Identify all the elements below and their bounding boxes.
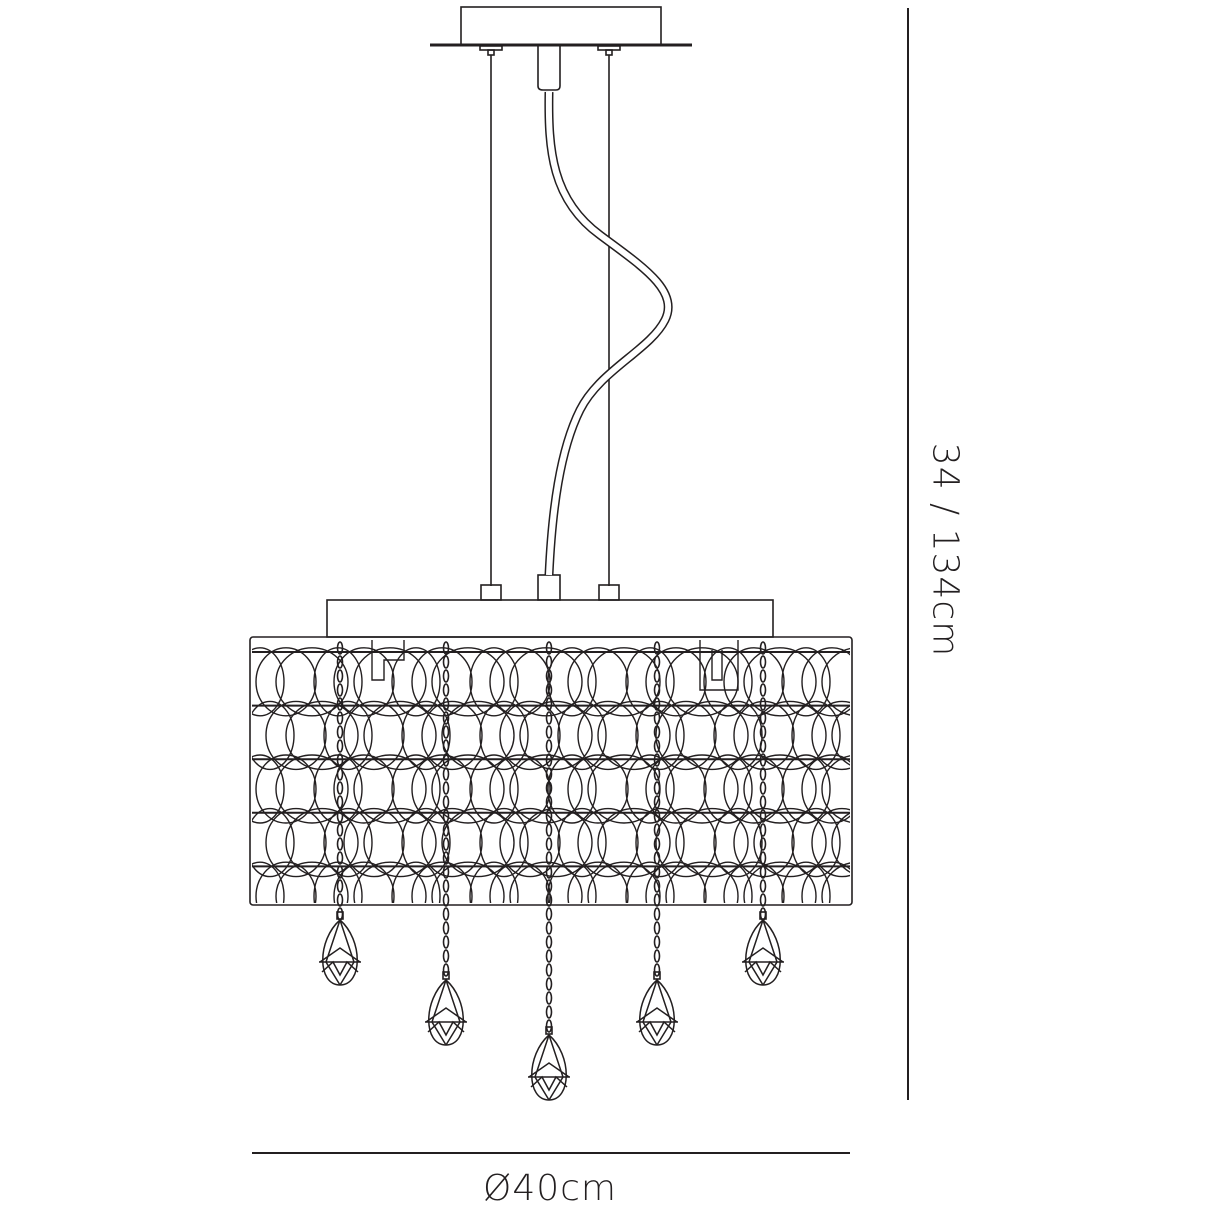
- drop-link: [336, 911, 344, 920]
- crystal-drop: [742, 919, 784, 986]
- cable-bottom-connector: [537, 574, 561, 601]
- drop-link: [759, 911, 767, 920]
- drop-link: [545, 1026, 553, 1035]
- ceiling-canopy: [460, 6, 662, 46]
- height-dimension-label: 34 / 134cm: [924, 442, 966, 658]
- chandelier-fixture: [249, 6, 853, 1101]
- drop-chain: [759, 641, 767, 921]
- drop-chain: [336, 641, 344, 921]
- wire-top-clamp: [605, 49, 613, 56]
- width-dimension-label: Ø40cm: [482, 1168, 617, 1209]
- lamp-holder-right: [699, 640, 739, 691]
- cable-top-connector: [537, 46, 561, 91]
- drop-chain: [545, 641, 553, 1033]
- wire-top-clamp: [487, 49, 495, 56]
- crystal-drop: [636, 979, 678, 1046]
- crystal-drop: [319, 919, 361, 986]
- lamp-holder-left: [371, 640, 405, 681]
- shade-top-cap: [326, 599, 774, 638]
- drop-link: [442, 971, 450, 980]
- shade-wire-rings: [252, 640, 850, 903]
- crystal-drop: [425, 979, 467, 1046]
- drop-chain: [653, 641, 661, 977]
- drop-chain: [442, 641, 450, 977]
- wire-bottom-gripper: [598, 584, 620, 601]
- power-cable-inner: [545, 91, 672, 576]
- wire-bottom-gripper: [480, 584, 502, 601]
- dimension-lines: [252, 8, 909, 1154]
- crystal-drop: [528, 1034, 570, 1101]
- drop-link: [653, 971, 661, 980]
